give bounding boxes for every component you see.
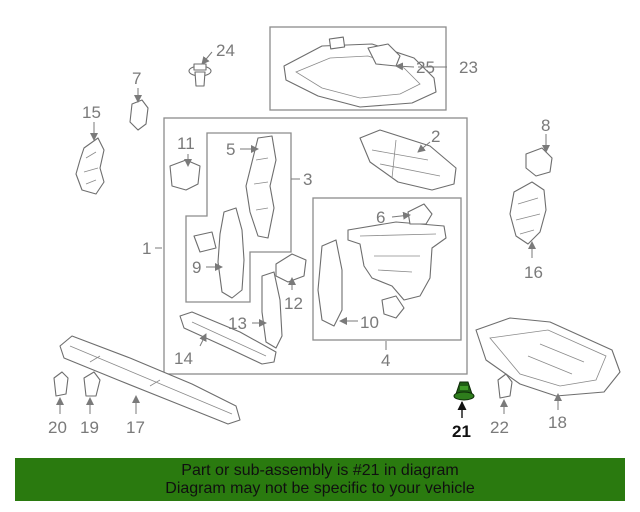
callout-10: 10 bbox=[360, 313, 379, 332]
part-clip-19 bbox=[83, 371, 101, 397]
callout-23: 23 bbox=[459, 58, 478, 77]
part-under-cover-18 bbox=[475, 317, 621, 397]
banner-line-disclaimer: Diagram may not be specific to your vehi… bbox=[165, 480, 475, 497]
frame-subassembly-3-9 bbox=[185, 132, 292, 303]
part-grommet-21[interactable] bbox=[453, 381, 475, 401]
callout-22: 22 bbox=[490, 418, 509, 437]
callout-24: 24 bbox=[216, 41, 235, 60]
part-pillar-9 bbox=[193, 207, 245, 299]
part-side-bracket-16 bbox=[509, 181, 547, 245]
callout-12: 12 bbox=[284, 294, 303, 313]
part-radiator-support-4 bbox=[347, 203, 447, 319]
part-bracket-12 bbox=[275, 253, 307, 283]
callout-3: 3 bbox=[303, 170, 312, 189]
callout-17: 17 bbox=[126, 418, 145, 437]
frame-top-cover-group bbox=[269, 26, 447, 111]
part-clip-24 bbox=[188, 63, 212, 87]
callout-5: 5 bbox=[226, 140, 235, 159]
callout-18: 18 bbox=[548, 413, 567, 432]
part-top-cover bbox=[283, 36, 437, 108]
callout-11: 11 bbox=[177, 134, 195, 153]
part-pillar-13 bbox=[261, 271, 283, 349]
frame-main-assembly bbox=[163, 117, 468, 375]
callout-9: 9 bbox=[192, 258, 201, 277]
callout-15: 15 bbox=[82, 103, 101, 122]
callout-2: 2 bbox=[431, 127, 440, 146]
callout-20: 20 bbox=[48, 418, 67, 437]
callout-1: 1 bbox=[142, 239, 151, 258]
part-bracket-7 bbox=[129, 99, 149, 131]
frame-subassembly-4 bbox=[312, 197, 462, 341]
part-pillar-3 bbox=[245, 135, 277, 239]
part-lower-bar-14 bbox=[179, 311, 277, 365]
banner-line-part: Part or sub-assembly is #21 in diagram bbox=[181, 462, 459, 479]
part-bracket-8 bbox=[525, 147, 553, 177]
callout-4: 4 bbox=[381, 351, 390, 370]
part-side-bracket-15 bbox=[75, 137, 105, 195]
part-front-beam-17 bbox=[59, 335, 241, 425]
callout-19: 19 bbox=[80, 418, 99, 437]
part-info-banner: Part or sub-assembly is #21 in diagram D… bbox=[15, 458, 625, 501]
callout-6: 6 bbox=[376, 208, 385, 227]
part-clip-20 bbox=[53, 371, 69, 397]
callout-8: 8 bbox=[541, 116, 550, 135]
part-clip-22 bbox=[497, 373, 513, 399]
part-bracket-11 bbox=[169, 159, 201, 191]
callout-14: 14 bbox=[174, 349, 193, 368]
callout-25: 25 bbox=[416, 58, 435, 77]
callout-16: 16 bbox=[524, 263, 543, 282]
callout-21[interactable]: 21 bbox=[452, 422, 471, 441]
part-upper-support-2 bbox=[359, 129, 457, 191]
callout-7: 7 bbox=[132, 69, 141, 88]
part-pillar-10 bbox=[317, 239, 343, 327]
callout-13: 13 bbox=[228, 314, 247, 333]
